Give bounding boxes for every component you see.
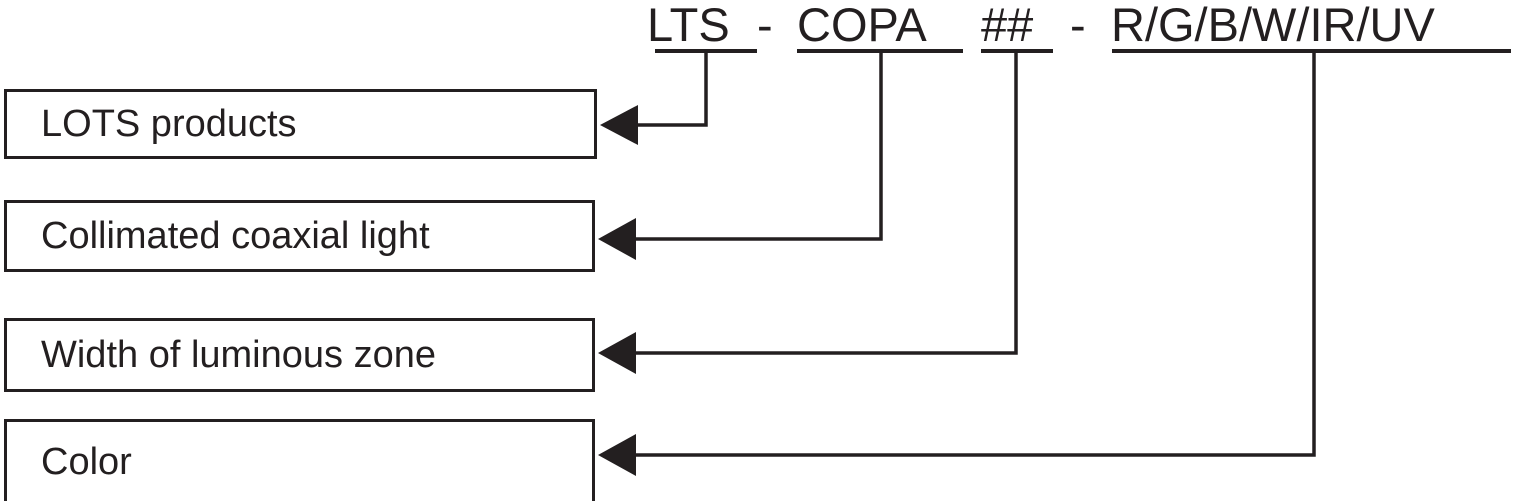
code-segment-width: ## — [981, 0, 1034, 51]
code-segment-lts: LTS — [647, 0, 730, 51]
callout-box-color: Color — [4, 419, 595, 501]
code-segment-color: R/G/B/W/IR/UV — [1111, 0, 1435, 51]
callout-label-color: Color — [41, 440, 132, 483]
callout-label-copa: Collimated coaxial light — [41, 215, 430, 257]
connector-width — [598, 51, 1018, 374]
callout-box-copa: Collimated coaxial light — [4, 200, 595, 272]
callout-label-width: Width of luminous zone — [41, 334, 436, 376]
connector-color — [598, 51, 1316, 476]
callout-box-width: Width of luminous zone — [4, 318, 595, 392]
model-code-row: LTS - COPA ## - R/G/B/W/IR/UV — [645, 0, 1514, 52]
callout-label-lts: LOTS products — [41, 103, 297, 145]
code-separator-dash-2: - — [1070, 0, 1086, 51]
connector-lts — [600, 51, 708, 145]
code-segment-copa: COPA — [797, 0, 927, 51]
connector-copa — [598, 51, 883, 260]
callout-box-lts: LOTS products — [4, 89, 597, 159]
code-separator-dash-1: - — [757, 0, 773, 51]
